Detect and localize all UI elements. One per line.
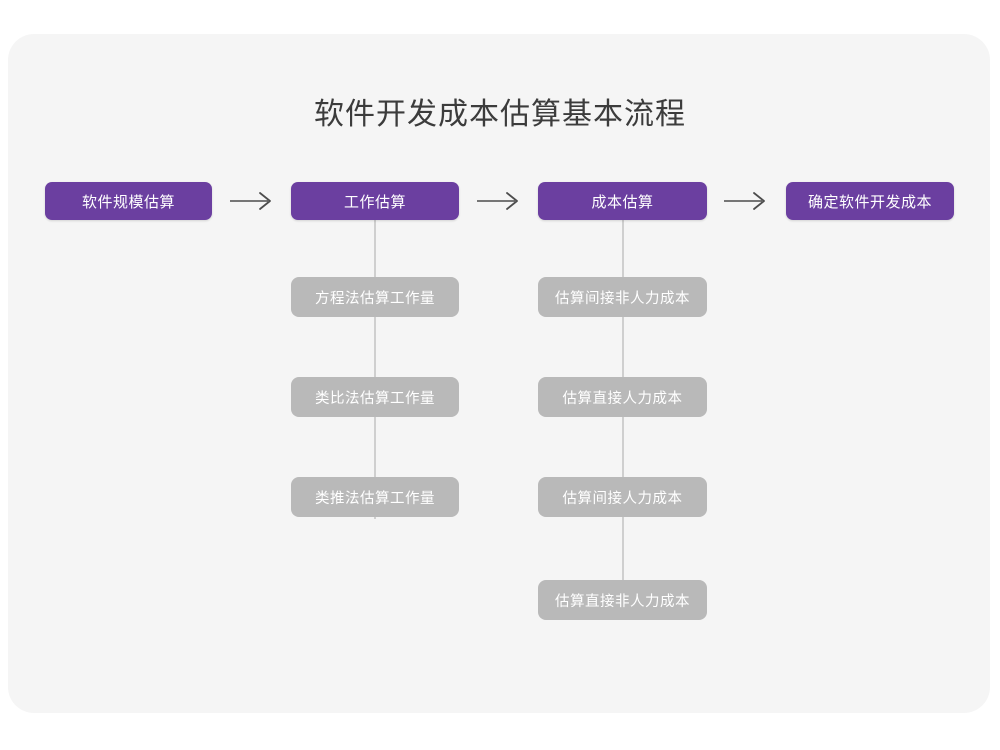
- page-title: 软件开发成本估算基本流程: [314, 98, 686, 131]
- stage-node-label: 确定软件开发成本: [807, 193, 932, 211]
- arrow-stage1-to-stage2: [230, 190, 274, 212]
- sub-node-label: 类比法估算工作量: [315, 390, 435, 407]
- sub-node-effort-equation-method[interactable]: 方程法估算工作量: [291, 277, 459, 317]
- connector-line-stage2: [374, 219, 376, 519]
- sub-node-label: 估算直接非人力成本: [555, 593, 690, 610]
- connector-line-stage3: [622, 219, 624, 620]
- arrow-stage2-to-stage3: [477, 190, 521, 212]
- stage-node-label: 成本估算: [591, 193, 654, 211]
- sub-node-indirect-labor-cost[interactable]: 估算间接人力成本: [538, 477, 707, 517]
- stage-node-software-scale-estimation[interactable]: 软件规模估算: [45, 182, 212, 220]
- sub-node-label: 估算直接人力成本: [562, 390, 683, 407]
- arrow-stage3-to-stage4: [724, 190, 768, 212]
- stage-node-label: 软件规模估算: [81, 193, 175, 211]
- sub-node-label: 估算间接非人力成本: [555, 290, 690, 307]
- content-panel: [8, 34, 990, 713]
- stage-node-determine-dev-cost[interactable]: 确定软件开发成本: [786, 182, 954, 220]
- sub-node-label: 估算间接人力成本: [562, 490, 683, 507]
- stage-node-label: 工作估算: [343, 193, 406, 211]
- sub-node-direct-labor-cost[interactable]: 估算直接人力成本: [538, 377, 707, 417]
- sub-node-label: 类推法估算工作量: [315, 490, 435, 507]
- stage-node-cost-estimation[interactable]: 成本估算: [538, 182, 707, 220]
- stage-node-effort-estimation[interactable]: 工作估算: [291, 182, 459, 220]
- sub-node-effort-analogy-method[interactable]: 类比法估算工作量: [291, 377, 459, 417]
- sub-node-label: 方程法估算工作量: [315, 290, 435, 307]
- sub-node-direct-non-labor-cost[interactable]: 估算直接非人力成本: [538, 580, 707, 620]
- sub-node-effort-inference-method[interactable]: 类推法估算工作量: [291, 477, 459, 517]
- sub-node-indirect-non-labor-cost[interactable]: 估算间接非人力成本: [538, 277, 707, 317]
